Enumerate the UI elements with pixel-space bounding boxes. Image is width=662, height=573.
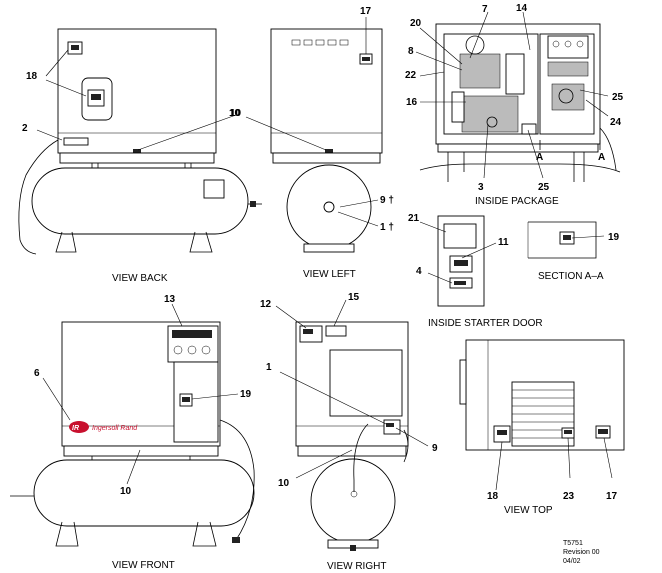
callout-1-left: 1 † [380, 222, 394, 233]
callout-14: 14 [516, 3, 528, 14]
callout-10-right: 10 [278, 478, 290, 489]
callout-9-left: 9 † [380, 195, 394, 206]
view-top-label: VIEW TOP [504, 505, 553, 516]
view-section-aa: 19 SECTION A–A [527, 221, 620, 282]
callout-13: 13 [164, 294, 176, 305]
callout-10-back: 10 [229, 108, 241, 119]
view-back-label: VIEW BACK [112, 273, 168, 284]
view-front-label: VIEW FRONT [112, 560, 175, 571]
callout-23: 23 [563, 491, 575, 502]
view-left-label: VIEW LEFT [303, 269, 356, 280]
callout-10-front: 10 [120, 486, 132, 497]
section-marker-a-right: A [598, 152, 605, 163]
view-inside-package-label: INSIDE PACKAGE [475, 196, 559, 207]
view-front: IR Ingersoll Rand 13 6 19 10 VIEW FRONT [10, 294, 255, 571]
callout-6: 6 [34, 368, 40, 379]
callout-20: 20 [410, 18, 422, 29]
section-marker-a-left: A [536, 152, 543, 163]
brand-logo-text: Ingersoll Rand [92, 425, 138, 432]
drawing-number: T5751 [563, 540, 583, 547]
callout-18-back: 18 [26, 71, 38, 82]
callout-9-right: 9 [432, 443, 438, 454]
callout-25-top: 25 [612, 92, 624, 103]
drawing-info: T5751 Revision 00 04/02 [563, 540, 600, 565]
view-back: 18 2 10 VIEW BACK [18, 28, 262, 284]
callout-19-front: 19 [240, 389, 252, 400]
view-inside-starter-door: 21 11 4 INSIDE STARTER DOOR [408, 213, 543, 329]
view-section-aa-label: SECTION A–A [538, 271, 604, 282]
view-left: 17 10 9 † 1 † VIEW LEFT [230, 6, 394, 280]
callout-12: 12 [260, 299, 272, 310]
callout-18-top: 18 [487, 491, 499, 502]
callout-1-right: 1 [266, 362, 272, 373]
drawing-date: 04/02 [563, 558, 581, 565]
brand-mark: IR [72, 425, 79, 432]
callout-2-back: 2 [22, 123, 28, 134]
callout-17-top: 17 [606, 491, 618, 502]
callout-11: 11 [498, 237, 509, 248]
callout-22: 22 [405, 70, 417, 81]
callout-3: 3 [478, 182, 484, 193]
view-inside-package: 20 7 14 8 22 16 25 24 3 25 A A INSIDE PA… [405, 3, 624, 207]
callout-24: 24 [610, 117, 622, 128]
callout-8: 8 [408, 46, 414, 57]
callout-15: 15 [348, 292, 360, 303]
callout-7: 7 [482, 4, 488, 15]
view-right-label: VIEW RIGHT [327, 561, 386, 572]
callout-17-left: 17 [360, 6, 372, 17]
callout-4: 4 [416, 266, 422, 277]
callout-21: 21 [408, 213, 420, 224]
callout-25-bottom: 25 [538, 182, 550, 193]
view-top: 18 23 17 VIEW TOP [459, 339, 625, 516]
callout-16: 16 [406, 97, 418, 108]
view-inside-starter-door-label: INSIDE STARTER DOOR [428, 318, 543, 329]
view-right: 12 15 1 9 10 VIEW RIGHT [260, 292, 438, 572]
callout-19-section: 19 [608, 232, 620, 243]
drawing-revision: Revision 00 [563, 549, 600, 556]
callout-10-left: 10 [230, 108, 242, 119]
